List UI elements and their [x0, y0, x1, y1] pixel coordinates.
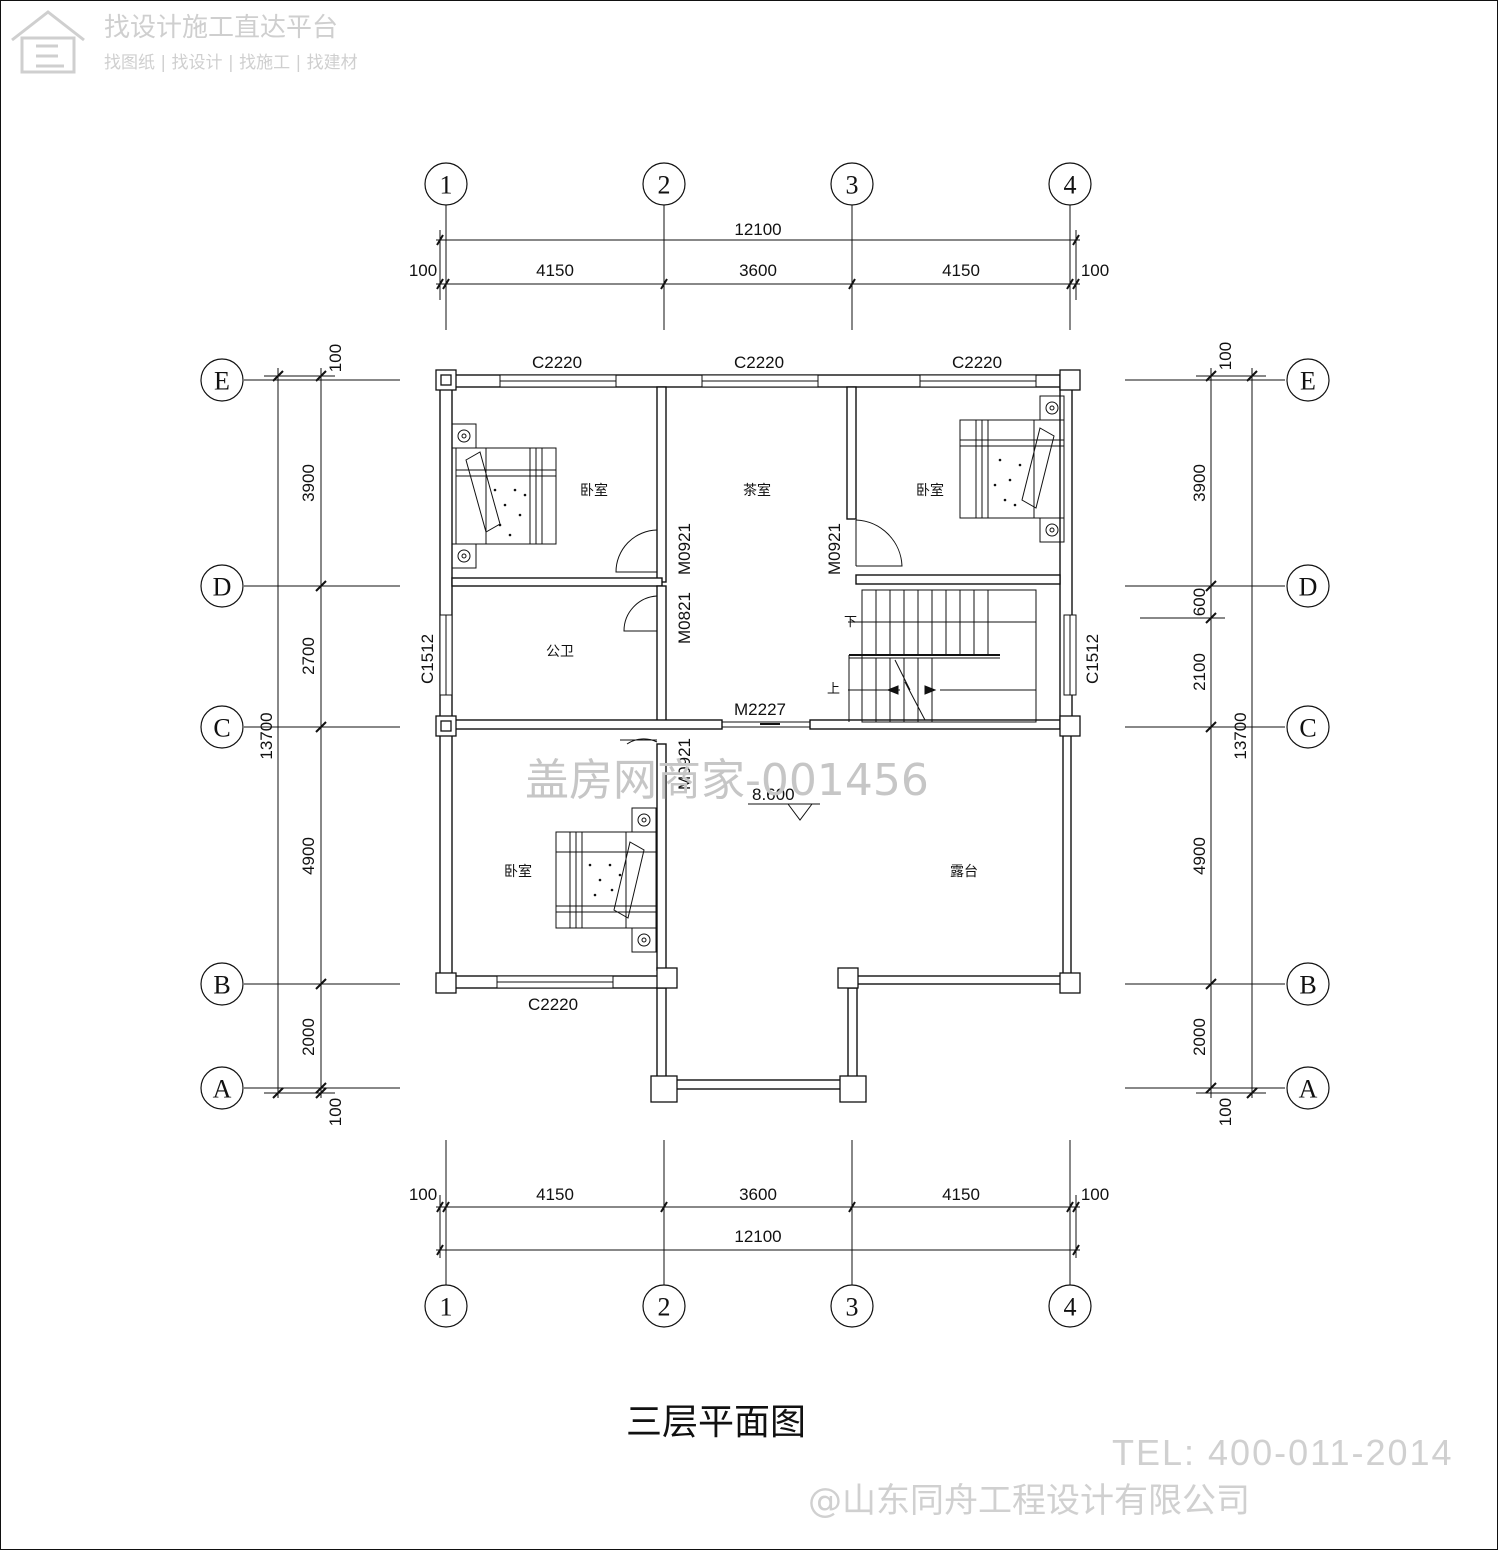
door-terrace-code: M2227 — [734, 700, 786, 719]
top-dim-seg-1: 100 — [409, 261, 437, 280]
door-bed-sw-code: M0921 — [675, 738, 694, 790]
window-right-code: C1512 — [1083, 634, 1102, 684]
dimension-lines — [264, 230, 1266, 1258]
right-dim-seg-3: 600 — [1190, 588, 1209, 616]
level-mark: 8.600 — [748, 785, 820, 821]
bottom-dim-seg-1: 100 — [409, 1185, 437, 1204]
axis-col-2-top: 2 — [658, 171, 671, 200]
left-dim-seg-6: 100 — [326, 1098, 345, 1126]
right-dim-seg-1: 100 — [1216, 342, 1235, 370]
axis-row-B-left: B — [213, 971, 230, 1000]
axis-row-A-right: A — [1299, 1075, 1318, 1104]
axis-row-D-left: D — [213, 573, 232, 602]
axis-col-1-bottom: 1 — [440, 1293, 453, 1322]
room-tea-room: 茶室 — [743, 482, 771, 498]
bed-icon — [451, 395, 1065, 953]
axis-col-3-top: 3 — [846, 171, 859, 200]
axis-row-E-right: E — [1300, 367, 1316, 396]
dimension-ticks — [272, 234, 1258, 1256]
bottom-dim-seg-3: 3600 — [739, 1185, 777, 1204]
staircase — [848, 589, 1037, 723]
terrace-level: 8.600 — [752, 785, 795, 804]
opening-codes: C2220 C2220 C2220 C2220 C1512 C1512 M092… — [418, 353, 1102, 1014]
windows — [439, 374, 1077, 989]
room-toilet: 公卫 — [546, 643, 574, 659]
axis-row-C-right: C — [1299, 714, 1316, 743]
platform-logo — [11, 10, 85, 74]
top-dim-seg-4: 4150 — [942, 261, 980, 280]
bottom-total-dim: 12100 — [734, 1227, 781, 1246]
axis-col-4-bottom: 4 — [1064, 1293, 1077, 1322]
door-bed-ne-code: M0921 — [825, 523, 844, 575]
right-dim-seg-4: 2100 — [1190, 653, 1209, 691]
room-bedroom-nw: 卧室 — [580, 482, 608, 498]
top-dim-seg-3: 3600 — [739, 261, 777, 280]
axis-bubbles — [200, 162, 1330, 1328]
left-dim-seg-4: 4900 — [299, 837, 318, 875]
right-total-dim: 13700 — [1231, 712, 1250, 759]
left-dimension-text: 13700 100 3900 2700 4900 2000 100 — [257, 344, 345, 1126]
drawing-title: 三层平面图 — [626, 1402, 806, 1443]
axis-row-E-left: E — [214, 367, 230, 396]
axis-row-C-left: C — [213, 714, 230, 743]
room-bedroom-ne: 卧室 — [916, 482, 944, 498]
room-terrace: 露台 — [950, 863, 978, 879]
room-bedroom-sw: 卧室 — [504, 863, 532, 879]
axis-col-1-top: 1 — [440, 171, 453, 200]
column-axis-lines — [445, 205, 1071, 1285]
top-dim-seg-2: 4150 — [536, 261, 574, 280]
top-dimension-text: 12100 100 4150 3600 4150 100 — [409, 220, 1109, 280]
right-dim-seg-7: 100 — [1216, 1098, 1235, 1126]
top-dim-seg-5: 100 — [1081, 261, 1109, 280]
axis-row-D-right: D — [1299, 573, 1318, 602]
stair-up-label: 上 — [827, 681, 840, 696]
bottom-dimension-text: 100 4150 3600 4150 100 12100 — [409, 1185, 1109, 1246]
footer-company: @山东同舟工程设计有限公司 — [808, 1481, 1250, 1521]
top-total-dim: 12100 — [734, 220, 781, 239]
door-bed-nw-code: M0921 — [675, 523, 694, 575]
left-total-dim: 13700 — [257, 712, 276, 759]
room-labels: 卧室 茶室 卧室 公卫 卧室 露台 — [504, 482, 978, 879]
window-top-3-code: C2220 — [952, 353, 1002, 372]
bed-pattern — [493, 458, 1022, 897]
window-bottom-code: C2220 — [528, 995, 578, 1014]
window-top-2-code: C2220 — [734, 353, 784, 372]
door-toilet-code: M0821 — [675, 592, 694, 644]
right-dim-seg-2: 3900 — [1190, 464, 1209, 502]
axis-row-A-left: A — [213, 1075, 232, 1104]
axis-col-2-bottom: 2 — [658, 1293, 671, 1322]
window-top-1-code: C2220 — [532, 353, 582, 372]
left-dim-seg-5: 2000 — [299, 1018, 318, 1056]
axis-col-3-bottom: 3 — [846, 1293, 859, 1322]
structural-columns — [435, 369, 1081, 1103]
footer-tel: TEL: 400-011-2014 — [1112, 1432, 1454, 1473]
left-dim-seg-3: 2700 — [299, 637, 318, 675]
axis-labels: 1 2 3 4 1 2 3 4 E D C B A E D C B A — [213, 171, 1318, 1322]
axis-row-B-right: B — [1299, 971, 1316, 1000]
axis-col-4-top: 4 — [1064, 171, 1077, 200]
bottom-dim-seg-4: 4150 — [942, 1185, 980, 1204]
right-dim-seg-6: 2000 — [1190, 1018, 1209, 1056]
platform-title: 找设计施工直达平台 — [104, 13, 338, 43]
right-dim-seg-5: 4900 — [1190, 837, 1209, 875]
platform-subtitle: 找图纸 | 找设计 | 找施工 | 找建材 — [104, 53, 358, 73]
bottom-dim-seg-2: 4150 — [536, 1185, 574, 1204]
doors — [615, 519, 903, 745]
left-dim-seg-2: 3900 — [299, 464, 318, 502]
window-left-code: C1512 — [418, 634, 437, 684]
right-dimension-text: 100 3900 600 2100 4900 2000 100 13700 — [1190, 342, 1250, 1126]
center-watermark: 盖房网商家-001456 — [525, 755, 929, 806]
bottom-dim-seg-5: 100 — [1081, 1185, 1109, 1204]
stair-down-label: 下 — [844, 614, 857, 629]
left-dim-seg-1: 100 — [326, 344, 345, 372]
